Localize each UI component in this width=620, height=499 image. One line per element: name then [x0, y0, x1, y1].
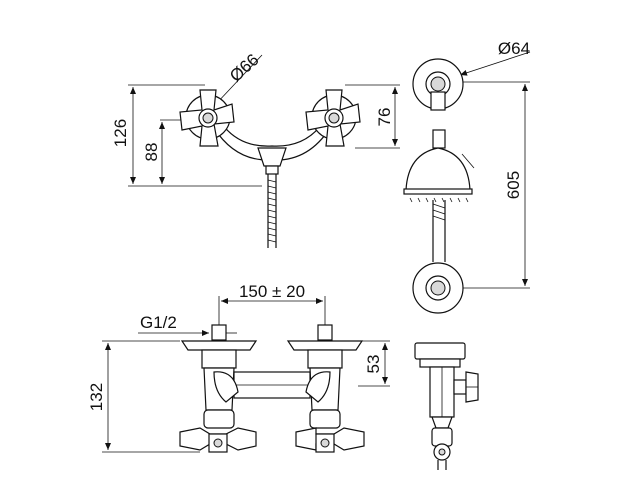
outlet-nut [257, 147, 287, 167]
left-bottom-handle-icon [179, 427, 257, 453]
thread-label: G1/2 [140, 313, 177, 332]
dimension-605-label: 605 [504, 171, 523, 199]
diameter-64-label: Ø64 [498, 39, 530, 58]
left-cap [203, 409, 235, 429]
right-inlet-pipe [317, 324, 333, 341]
right-cap [309, 409, 341, 429]
side-handle-icon [453, 371, 479, 403]
left-cross-handle-icon [179, 89, 235, 147]
dimension-126-label: 126 [111, 119, 130, 147]
dimension-spacing-label: 150 ± 20 [239, 282, 305, 301]
mixer-top-view: 150 ± 20 G1/2 132 53 [87, 282, 390, 453]
shower-head [405, 147, 471, 191]
hose [267, 174, 277, 248]
right-elbow [305, 371, 331, 403]
left-inlet-pipe [211, 324, 227, 341]
dimension-53-label: 53 [364, 355, 383, 374]
dimension-88-label: 88 [142, 143, 161, 162]
right-bottom-handle-icon [295, 427, 365, 453]
slide-rail [432, 200, 446, 262]
mixer-side-view [414, 342, 479, 470]
left-rosette [180, 340, 258, 351]
dimension-76-label: 76 [375, 108, 394, 127]
dimension-132-label: 132 [87, 383, 106, 411]
right-nut [307, 349, 343, 369]
rail-top [430, 91, 446, 111]
diameter-64-leader [459, 51, 531, 76]
side-flange [419, 358, 461, 368]
diameter-66-label: Ø66 [226, 50, 263, 86]
shower-set-view: Ø64 605 [403, 39, 531, 314]
left-elbow [213, 371, 239, 403]
shower-head-holder [432, 129, 446, 149]
diameter-66-leader [214, 54, 263, 106]
right-rosette [286, 340, 364, 351]
left-nut [201, 349, 237, 369]
side-rosette [414, 342, 466, 360]
mixer-front-view: 126 88 76 Ø66 [111, 50, 400, 248]
side-outlet-swivel [431, 427, 453, 447]
side-outlet-nut [431, 416, 453, 429]
outlet-connector [265, 165, 279, 175]
right-cross-handle-icon [305, 89, 361, 147]
